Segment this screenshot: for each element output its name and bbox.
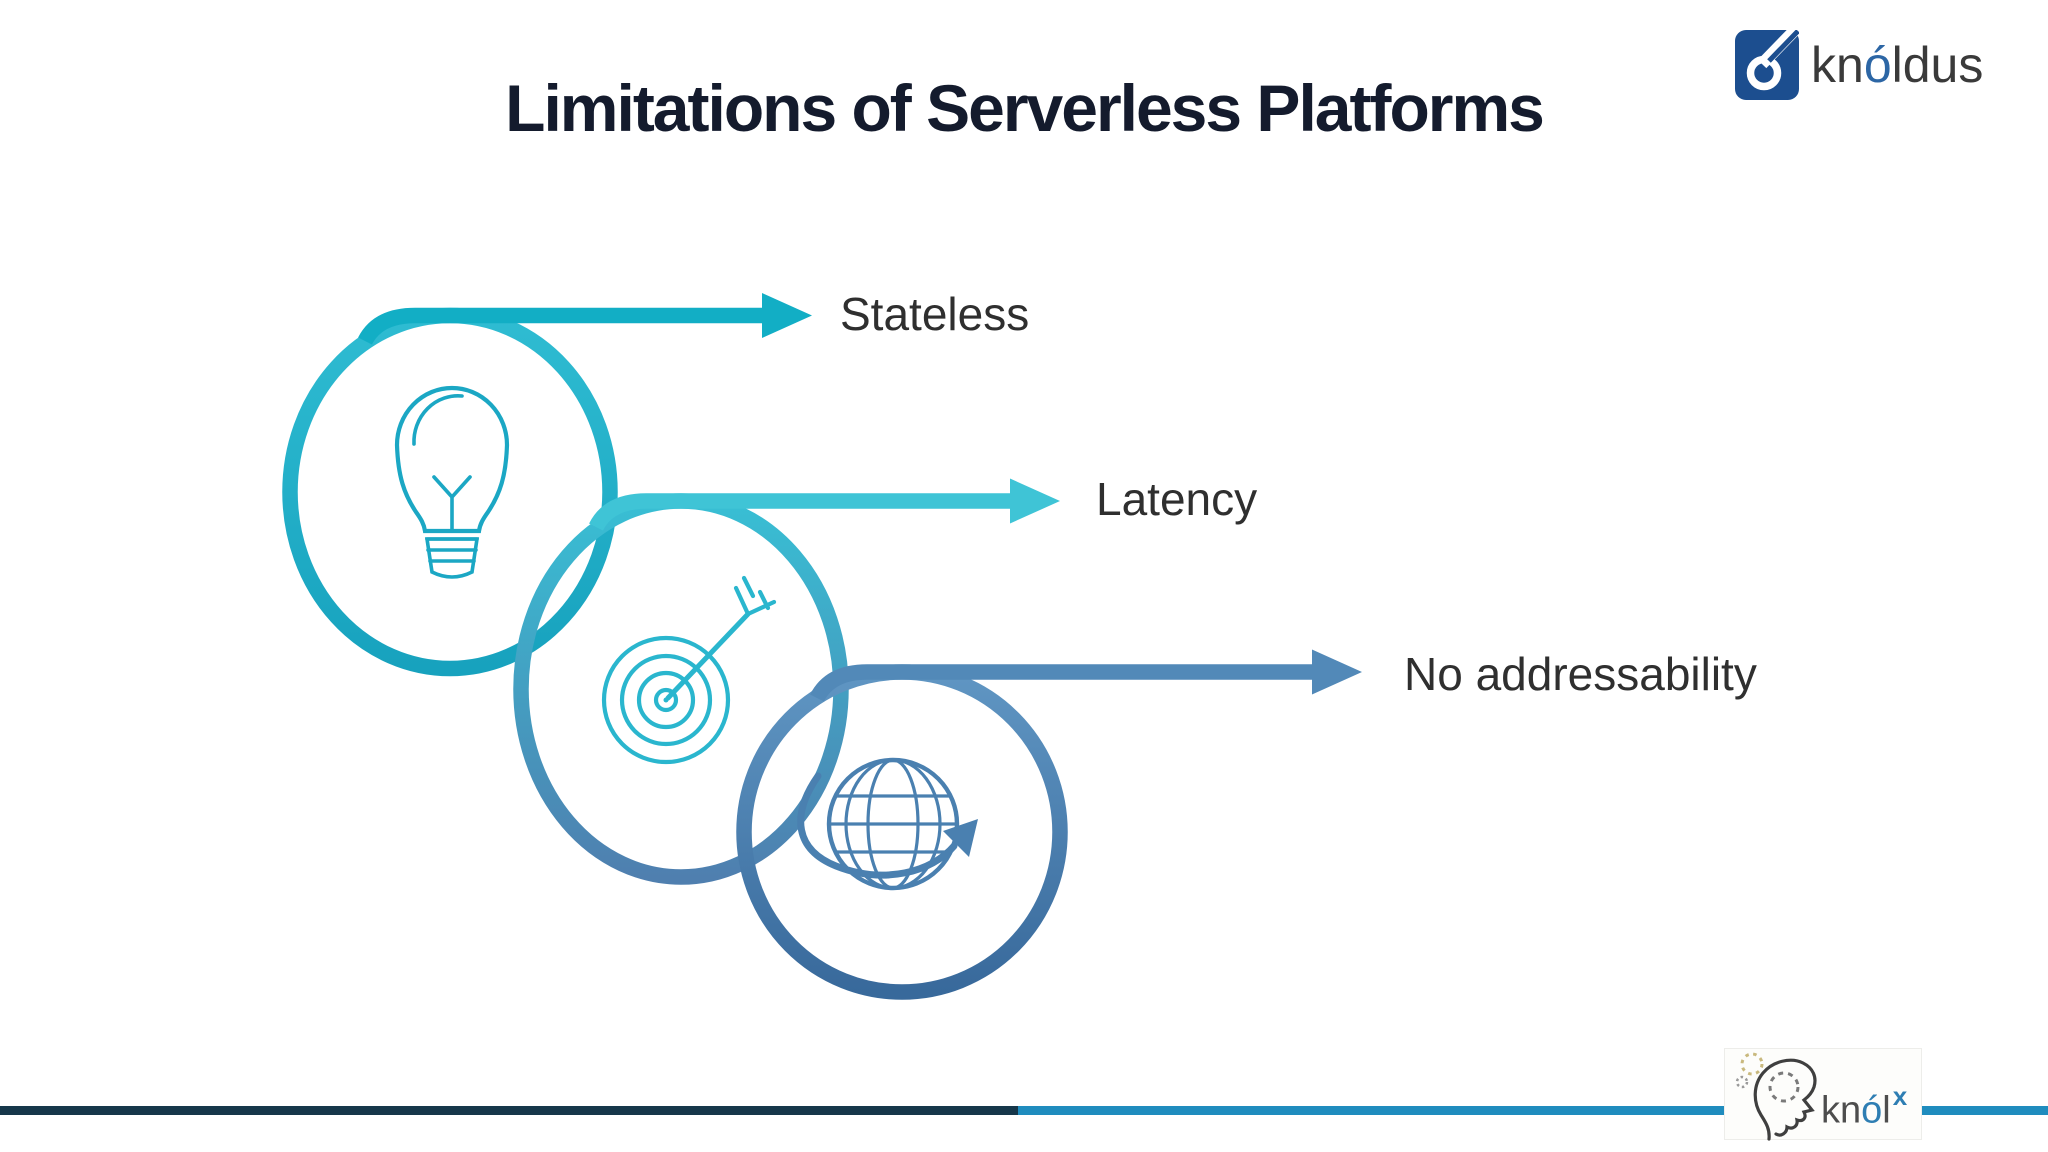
knoldus-logo: knóldus <box>1735 30 1983 100</box>
footer-line-light <box>1018 1106 1724 1115</box>
arrow-latency <box>589 493 1010 531</box>
ring-no-addressability <box>736 649 1362 1000</box>
knolx-kn: kn <box>1821 1089 1862 1132</box>
lightbulb-icon <box>394 385 510 579</box>
globe-icon <box>797 757 978 891</box>
arrowhead-latency <box>1010 478 1060 524</box>
target-icon <box>601 575 777 765</box>
arrow-stateless <box>358 307 762 345</box>
label-stateless: Stateless <box>840 287 1030 340</box>
gear-icon <box>1768 1071 1800 1103</box>
knoldus-o: ó <box>1863 37 1892 93</box>
arrow-no-addressability <box>810 664 1312 702</box>
label-no-addressability: No addressability <box>1404 647 1757 700</box>
gear-icon <box>1735 1075 1749 1089</box>
footer-line-dark <box>0 1106 1018 1115</box>
knolx-logo: knólx <box>1724 1048 1922 1141</box>
label-latency: Latency <box>1096 472 1258 525</box>
knoldus-kn: kn <box>1811 37 1864 93</box>
footer-line-light-right <box>1922 1106 2048 1115</box>
gear-icon <box>1740 1052 1764 1076</box>
ring-stateless <box>282 293 812 677</box>
knoldus-logo-mark-icon <box>1735 30 1799 100</box>
knolx-x: x <box>1892 1081 1908 1111</box>
page-title: Limitations of Serverless Platforms <box>505 71 1545 145</box>
knolx-wordmark: knólx <box>1821 1081 1907 1133</box>
knolx-o: ó <box>1861 1089 1883 1132</box>
arrowhead-stateless <box>762 293 812 338</box>
head-profile-icon <box>1735 1052 1817 1141</box>
knolx-l: l <box>1882 1089 1891 1132</box>
knoldus-ldus: ldus <box>1891 37 1984 93</box>
knoldus-wordmark: knóldus <box>1811 36 1983 94</box>
arrowhead-no-addressability <box>1312 649 1362 695</box>
ring-latency <box>513 478 1060 885</box>
